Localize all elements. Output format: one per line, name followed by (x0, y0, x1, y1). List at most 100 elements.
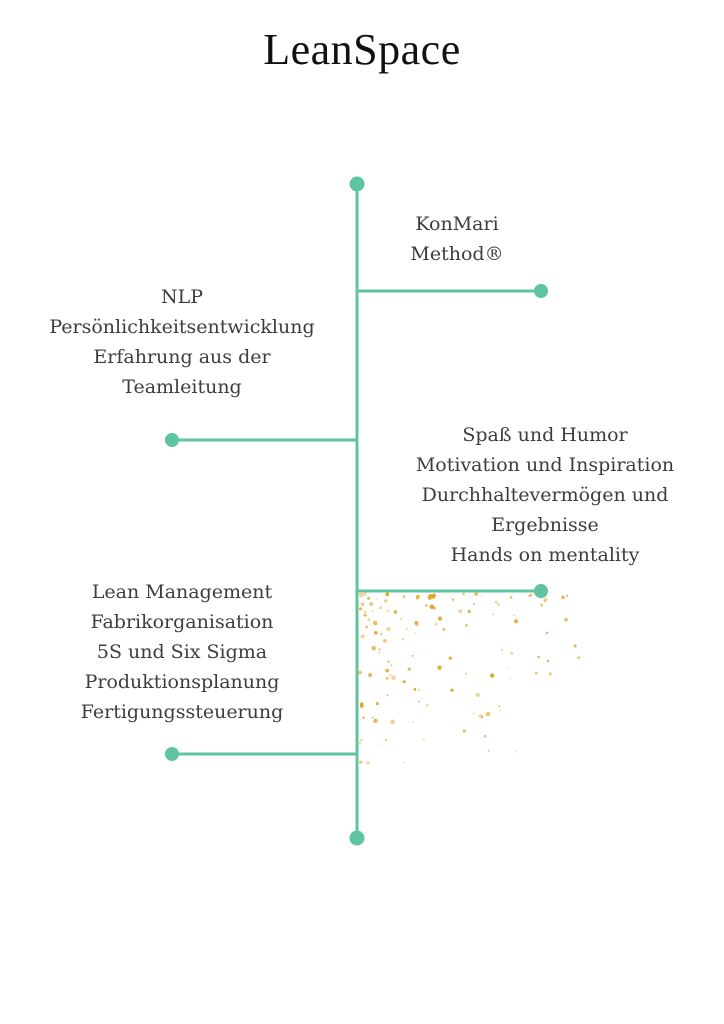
sparkle-dot (450, 688, 454, 692)
sparkle-dot (531, 594, 534, 596)
sparkle-dot (403, 761, 405, 764)
sparkle-dot (513, 614, 516, 617)
text-line: Method® (410, 243, 504, 265)
text-line: Durchhaltevermögen und (421, 484, 669, 506)
text-block-lean: Lean Management Fabrikorganisation 5S un… (32, 577, 332, 727)
sparkle-dot (387, 610, 390, 612)
sparkle-dot (566, 594, 569, 597)
sparkle-dot (432, 593, 436, 598)
sparkle-dot (564, 617, 568, 622)
sparkle-dot (458, 609, 463, 614)
sparkle-dot (371, 716, 374, 719)
sparkle-dot (385, 592, 390, 596)
text-block-nlp: NLP Persönlichkeitsentwicklung Erfahrung… (22, 282, 342, 402)
sparkle-dot (442, 627, 446, 632)
sparkle-dot (485, 711, 491, 717)
sparkle-dot (475, 692, 480, 698)
sparkle-dot (371, 610, 374, 613)
sparkle-dot (383, 639, 387, 643)
sparkle-dot (515, 750, 518, 753)
sparkle-dot (432, 606, 437, 610)
sparkle-dot (474, 592, 479, 596)
sparkle-dot (577, 656, 581, 660)
sparkle-dot (373, 718, 378, 724)
sparkle-dot (367, 618, 371, 621)
sparkle-dot (496, 602, 500, 607)
sparkle-dot (545, 631, 549, 635)
sparkle-dot (378, 652, 380, 654)
sparkle-dot (402, 680, 406, 684)
sparkle-dot (412, 721, 414, 723)
sparkle-dot (366, 596, 371, 600)
sparkle-dot (390, 664, 393, 667)
sparkle-dot (487, 750, 490, 752)
sparkle-dot (401, 637, 404, 641)
sparkle-dot (359, 703, 364, 708)
sparkle-dot (389, 673, 392, 677)
sparkle-dot (473, 712, 475, 715)
sparkle-dot (360, 634, 366, 639)
sparkle-dot (363, 613, 367, 617)
sparkle-dot (367, 634, 369, 636)
text-line: Spaß und Humor (462, 424, 628, 446)
sparkle-dot (379, 606, 382, 610)
sparkle-dot (371, 646, 376, 651)
sparkle-dot (426, 604, 429, 607)
sparkle-dot (378, 648, 381, 652)
sparkle-dot (366, 761, 370, 765)
sparkle-dot (427, 595, 432, 600)
text-line: KonMari (415, 213, 499, 235)
sparkle-dot (543, 599, 546, 602)
sparkle-dot (407, 667, 411, 671)
sparkle-dot (358, 592, 364, 598)
sparkle-dot (494, 600, 498, 604)
sparkle-texture (358, 591, 581, 765)
sparkle-dot (364, 613, 367, 617)
sparkle-dot (546, 659, 550, 663)
sparkle-dot (492, 613, 494, 616)
text-line: Hands on mentality (450, 544, 640, 566)
text-line: Erfahrung aus der (93, 346, 271, 368)
sparkle-dot (561, 595, 565, 600)
sparkle-dot (490, 673, 495, 678)
sparkle-dot (369, 602, 374, 607)
sparkle-dot (400, 618, 402, 621)
sparkle-dot (365, 625, 369, 629)
sparkle-dot (499, 710, 502, 712)
branch-nlp-dot (165, 433, 179, 447)
sparkle-dot (372, 620, 378, 626)
sparkle-dot (540, 603, 544, 607)
sparkle-dot (375, 701, 379, 706)
sparkle-dot (415, 594, 420, 599)
sparkle-dot (411, 654, 414, 657)
sparkle-dot (478, 713, 483, 719)
sparkle-dot (472, 603, 475, 605)
sparkle-dot (375, 598, 377, 601)
sparkle-dot (573, 644, 577, 648)
sparkle-dot (378, 743, 380, 745)
sparkle-dot (509, 596, 513, 599)
sparkle-dot (385, 676, 389, 680)
sparkle-dot (402, 595, 406, 598)
text-line: Motivation und Inspiration (415, 454, 675, 476)
sparkle-dot (362, 591, 367, 597)
sparkle-dot (359, 607, 362, 610)
sparkle-dot (359, 738, 363, 742)
spine-bottom-dot (349, 830, 365, 846)
sparkle-dot (385, 668, 389, 673)
sparkle-dot (534, 671, 538, 675)
sparkle-dot (509, 678, 511, 680)
text-line: Lean Management (91, 581, 273, 603)
text-line: NLP (160, 286, 204, 308)
sparkle-dot (390, 719, 395, 725)
sparkle-dot (414, 620, 419, 625)
spine-top-dot (349, 176, 365, 192)
sparkle-dot (359, 760, 363, 764)
sparkle-dot (434, 622, 438, 627)
sparkle-dot (510, 651, 513, 655)
sparkle-dot (501, 649, 503, 651)
sparkle-dot (410, 646, 412, 648)
sparkle-dot (506, 668, 508, 670)
sparkle-dot (374, 631, 378, 635)
